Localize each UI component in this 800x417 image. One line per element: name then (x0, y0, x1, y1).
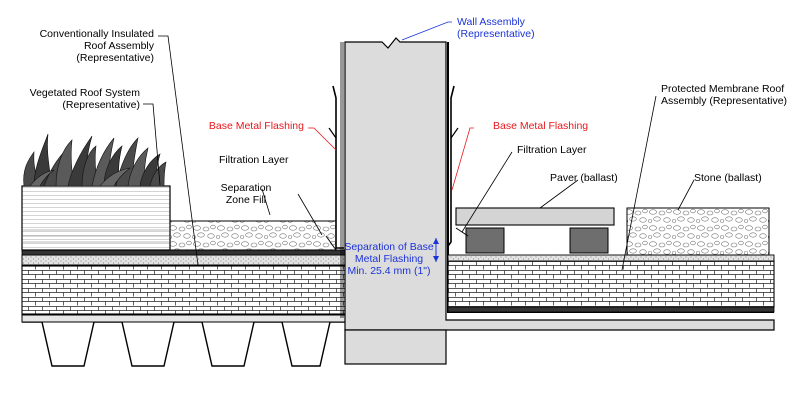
separation-fill-label-2: Zone Fill (226, 194, 266, 206)
right-roof-cover (447, 306, 775, 313)
protected-roof-label-1: Protected Membrane Roof (661, 83, 784, 95)
wall-assembly-label-2: (Representative) (457, 28, 535, 40)
separation-base-label-3: Min. 25.4 mm (1") (347, 265, 430, 277)
separation-fill-label-1: Separation (221, 182, 272, 194)
separation-base-label-1: Separation of Base (344, 241, 433, 253)
separation-zone-fill (169, 220, 337, 251)
paver-pedestal-right (569, 227, 609, 254)
left-membrane (21, 254, 346, 266)
vegetated-roof-label-1: Vegetated Roof System (30, 87, 141, 99)
base-flashing-left-label: Base Metal Flashing (209, 120, 304, 132)
stone-label: Stone (ballast) (694, 172, 762, 184)
right-membrane (447, 254, 775, 262)
vegetated-tray (21, 185, 171, 251)
vegetation-plants (23, 133, 167, 187)
left-deck-plate (21, 314, 346, 323)
paver-pedestal-left (465, 227, 505, 254)
left-metal-deck (22, 321, 345, 367)
separation-base-label-2: Metal Flashing (355, 253, 423, 265)
right-insulation (447, 260, 775, 308)
conventional-roof-label-2: Roof Assembly (84, 40, 155, 52)
right-roof-assembly (447, 85, 775, 313)
left-roof-assembly (21, 85, 346, 367)
conventional-roof-label-1: Conventionally Insulated (40, 28, 155, 40)
paver-label: Paver (ballast) (550, 172, 618, 184)
filtration-right-label: Filtration Layer (517, 144, 587, 156)
filtration-left-label: Filtration Layer (219, 154, 289, 166)
wall-body (344, 37, 775, 331)
leader-lines (143, 21, 695, 271)
vegetated-roof-label-2: (Representative) (62, 99, 140, 111)
wall-assembly-label-1: Wall Assembly (457, 16, 526, 28)
separation-dimension (433, 238, 439, 262)
stone-ballast (626, 207, 770, 256)
left-insulation (21, 265, 346, 315)
left-base-flashing (332, 85, 344, 249)
right-base-flashing (447, 85, 455, 247)
left-roof-cover (21, 249, 346, 256)
base-flashing-right-label: Base Metal Flashing (493, 120, 588, 132)
annotation-labels: Conventionally Insulated Roof Assembly (… (30, 16, 787, 277)
conventional-roof-label-3: (Representative) (76, 52, 154, 64)
paver-ballast (455, 207, 615, 226)
protected-roof-label-2: Assembly (Representative) (661, 95, 787, 107)
